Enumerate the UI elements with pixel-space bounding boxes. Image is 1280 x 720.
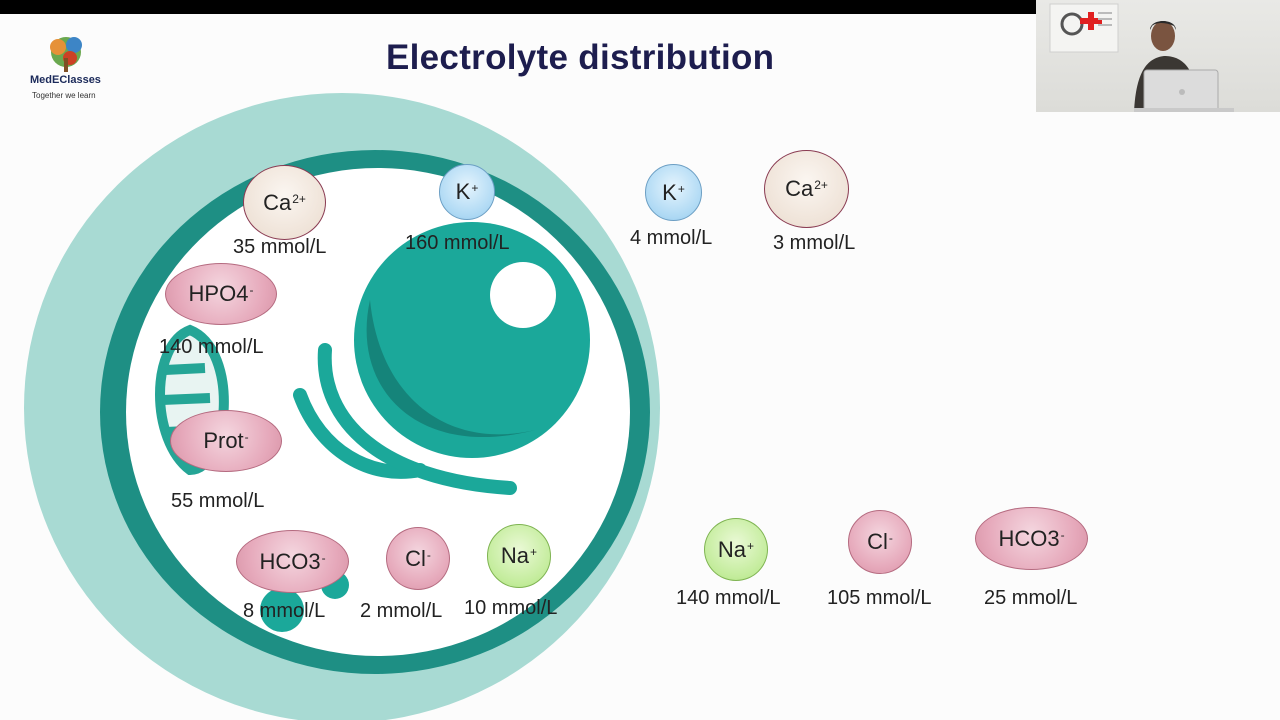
- concentration-label: 55 mmol/L: [171, 490, 265, 512]
- ion-symbol: K: [662, 179, 677, 205]
- concentration-label: 140 mmol/L: [159, 336, 264, 358]
- ion-hco3-extracellular: HCO3-: [975, 507, 1088, 570]
- ion-symbol: Ca: [785, 176, 814, 201]
- vesicle: [260, 588, 304, 632]
- nucleus: [354, 222, 590, 458]
- concentration-label: 4 mmol/L: [630, 227, 713, 249]
- ion-hco3-intracellular: HCO3-: [236, 530, 349, 593]
- ion-symbol: Prot: [203, 428, 244, 453]
- laptop-icon: [1134, 69, 1234, 112]
- ion-charge: +: [747, 538, 755, 553]
- ion-k-intracellular: K+: [439, 164, 495, 220]
- logo-tagline: Together we learn: [32, 91, 96, 100]
- rh-logo-icon: [1060, 12, 1102, 36]
- presenter-video: [1036, 0, 1280, 112]
- presenter-video-scene: [1049, 3, 1234, 112]
- tree-logo-icon: [50, 37, 82, 72]
- concentration-label: 35 mmol/L: [233, 236, 327, 258]
- concentration-label: 140 mmol/L: [676, 587, 781, 609]
- ion-charge: -: [1060, 527, 1065, 542]
- ion-charge: -: [888, 531, 893, 545]
- concentration-label: 160 mmol/L: [405, 232, 510, 254]
- concentration-label: 8 mmol/L: [243, 600, 326, 622]
- ion-hpo4-intracellular: HPO4-: [165, 263, 277, 325]
- endoplasmic-reticulum: [293, 343, 517, 495]
- ion-charge: -: [249, 283, 254, 297]
- ion-symbol: Cl: [867, 529, 888, 554]
- concentration-label: 2 mmol/L: [360, 600, 443, 622]
- ion-charge: 2+: [292, 191, 306, 206]
- ion-symbol: K: [455, 179, 471, 204]
- ion-charge: +: [677, 181, 685, 196]
- ion-symbol: Cl: [405, 545, 426, 571]
- ion-charge: -: [321, 550, 326, 565]
- concentration-label: 25 mmol/L: [984, 587, 1078, 609]
- ion-charge: 2+: [814, 178, 828, 192]
- ion-charge: +: [471, 181, 479, 195]
- ion-prot-intracellular: Prot-: [170, 410, 282, 472]
- ion-cl-intracellular: Cl-: [386, 527, 450, 590]
- concentration-label: 3 mmol/L: [773, 232, 856, 254]
- ion-charge: -: [244, 430, 249, 444]
- top-black-bar: [0, 0, 1280, 14]
- concentration-label: 10 mmol/L: [464, 597, 558, 619]
- ion-na-extracellular: Na+: [704, 518, 768, 581]
- ion-symbol: HPO4: [188, 281, 249, 306]
- concentration-label: 105 mmol/L: [827, 587, 932, 609]
- ion-charge: +: [530, 545, 538, 559]
- logo-name: MedEClasses: [30, 74, 101, 86]
- ion-symbol: Na: [500, 543, 530, 568]
- nucleolus: [490, 262, 556, 328]
- ion-symbol: HCO3: [259, 548, 321, 574]
- ion-symbol: Na: [717, 536, 747, 562]
- page-title: Electrolyte distribution: [386, 38, 775, 77]
- nucleus-shadow: [366, 300, 535, 438]
- ion-k-extracellular: K+: [645, 164, 702, 221]
- ion-charge: -: [426, 547, 431, 562]
- ion-cl-extracellular: Cl-: [848, 510, 912, 574]
- ion-symbol: HCO3: [998, 525, 1060, 551]
- ion-symbol: Ca: [263, 189, 292, 215]
- ion-na-intracellular: Na+: [487, 524, 551, 588]
